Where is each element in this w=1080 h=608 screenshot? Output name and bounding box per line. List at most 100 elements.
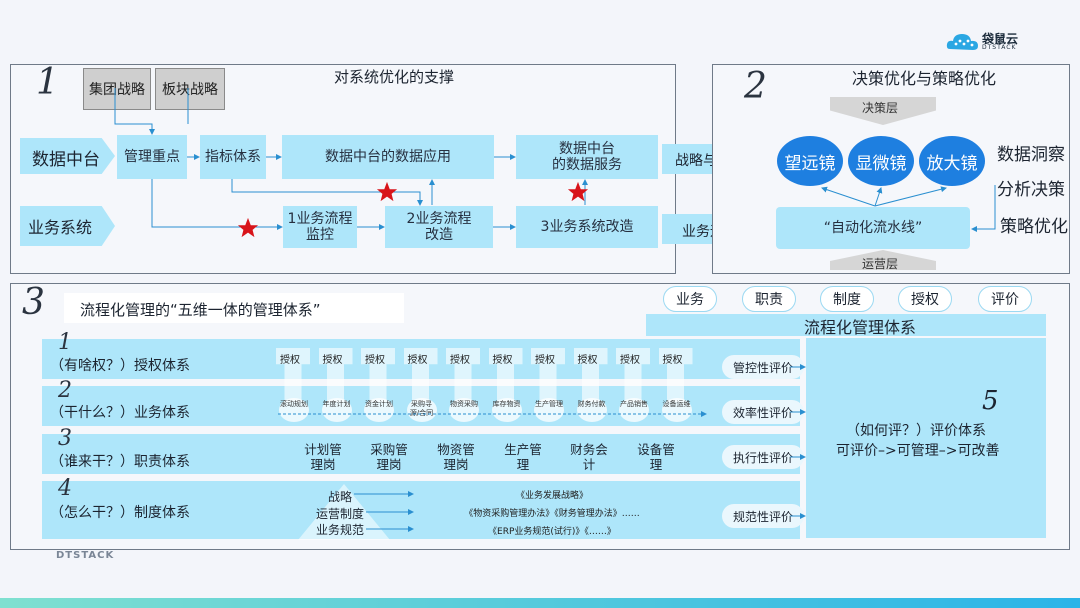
business-node	[491, 398, 522, 422]
star-icon	[376, 181, 398, 202]
regime-doc: 《物资采购管理办法》《财务管理办法》……	[414, 505, 690, 519]
business-item: 生产管理	[535, 400, 563, 408]
row-number: 3	[58, 426, 72, 451]
business-item: 产品销售	[620, 400, 648, 408]
section3-number: 3	[22, 282, 45, 323]
authority-label: 授权	[365, 355, 385, 366]
row-number: 1	[58, 330, 72, 355]
row-title: （谁来干？）职责体系	[50, 454, 190, 470]
brand-sub: DTSTACK	[982, 44, 1017, 51]
section2-number: 2	[744, 66, 767, 107]
process-improve-line2: 改造	[425, 227, 453, 243]
authority-label: 授权	[450, 355, 470, 366]
eval-system-number: 5	[982, 386, 999, 416]
business-item: 财务付款	[577, 400, 606, 408]
star-icon	[237, 217, 259, 238]
business-node	[279, 398, 309, 422]
authority-label: 授权	[407, 355, 428, 366]
pill-evaluation: 评价	[978, 286, 1032, 312]
process-system-banner	[646, 314, 1046, 336]
insight-text: 数据洞察	[997, 145, 1065, 165]
data-app-box: 数据中台的数据应用	[282, 135, 494, 179]
footer-bar	[0, 598, 1080, 608]
duty-item: 生产管理	[504, 442, 542, 472]
authority-label: 授权	[620, 355, 640, 366]
duty-item: 财务会计	[570, 442, 608, 472]
authority-label: 授权	[492, 355, 513, 366]
telescope-oval: 望远镜	[777, 136, 843, 186]
business-item: 采购寻源/合同	[409, 400, 434, 417]
eval-system-box	[806, 338, 1046, 538]
authority-label: 授权	[577, 355, 598, 366]
data-service-box: 数据中台 的数据服务	[516, 135, 658, 179]
duty-item: 计划管理岗	[304, 442, 342, 472]
data-platform-label: 数据中台	[32, 150, 100, 170]
business-item: 物资采购	[450, 400, 478, 408]
business-node	[321, 398, 352, 422]
business-item: 设备运维	[662, 400, 691, 408]
system-transform-box: 3业务系统改造	[516, 206, 658, 248]
regime-label: 战略	[328, 490, 353, 504]
process-system-label: 流程化管理体系	[804, 318, 917, 337]
duty-item: 物资管理岗	[437, 442, 475, 472]
analysis-text: 分析决策	[997, 180, 1065, 200]
regime-doc: 《业务发展战略》	[414, 487, 690, 501]
eval-norm-button: 规范性评价	[722, 504, 804, 528]
sector-strategy-box: 板块战略	[155, 68, 225, 110]
process-improve-box: 2业务流程 改造	[385, 206, 493, 248]
microscope-oval: 显微镜	[848, 136, 914, 186]
row-number: 2	[58, 378, 72, 403]
regime-doc: 《ERP业务规范(试行)》《……》	[414, 523, 690, 537]
group-strategy-box: 集团战略	[83, 68, 151, 110]
pill-duty: 职责	[742, 286, 796, 312]
eval-system-line1: （如何评？）评价体系	[846, 423, 986, 439]
business-node	[576, 398, 607, 422]
process-improve-line1: 2业务流程	[406, 211, 472, 227]
authority-label: 授权	[280, 355, 300, 366]
authority-label: 授权	[322, 355, 343, 366]
section3-title: 流程化管理的“五维一体的管理体系”	[80, 301, 321, 319]
magnifier-oval: 放大镜	[919, 136, 985, 186]
row-duty	[42, 434, 800, 474]
business-item: 资金计划	[365, 400, 393, 408]
business-node	[534, 398, 564, 422]
footer-brand: DTSTACK	[56, 550, 115, 561]
strategy-opt-text: 策略优化	[1000, 217, 1068, 237]
business-node	[619, 398, 649, 422]
data-service-line2: 的数据服务	[552, 157, 622, 173]
business-system-arrow	[20, 206, 115, 246]
business-node	[661, 398, 692, 422]
regime-label: 业务规范	[316, 523, 365, 537]
pill-business: 业务	[663, 286, 717, 312]
mgmt-focus-box: 管理重点	[117, 135, 187, 179]
brand-logo: 袋鼠云 DTSTACK	[946, 30, 1046, 54]
index-system-box: 指标体系	[200, 135, 266, 179]
brand-name: 袋鼠云	[982, 32, 1019, 46]
pill-authority: 授权	[898, 286, 952, 312]
process-monitor-line1: 1业务流程	[287, 211, 353, 227]
business-node	[449, 398, 479, 422]
section1-title: 对系统优化的支撑	[334, 68, 455, 86]
business-item: 库存物资	[492, 400, 521, 408]
ops-layer-label: 运营层	[862, 257, 899, 271]
duty-item: 设备管理	[637, 442, 675, 472]
eval-system-line2: 可评价–>可管理–>可改善	[836, 443, 1000, 459]
business-node	[406, 398, 437, 422]
pill-regime: 制度	[820, 286, 874, 312]
data-platform-arrow	[20, 138, 115, 174]
authority-label: 授权	[662, 355, 683, 366]
data-service-line1: 数据中台	[559, 141, 615, 157]
process-monitor-line2: 监控	[306, 227, 334, 243]
process-monitor-box: 1业务流程 监控	[283, 206, 357, 248]
business-system-label: 业务系统	[28, 218, 93, 237]
decision-layer-label: 决策层	[862, 101, 899, 115]
section3-title-box	[64, 293, 404, 323]
section2-title: 决策优化与策略优化	[852, 69, 997, 88]
duty-item: 采购管理岗	[370, 442, 408, 472]
business-item: 年度计划	[322, 400, 351, 408]
business-node	[364, 398, 394, 422]
